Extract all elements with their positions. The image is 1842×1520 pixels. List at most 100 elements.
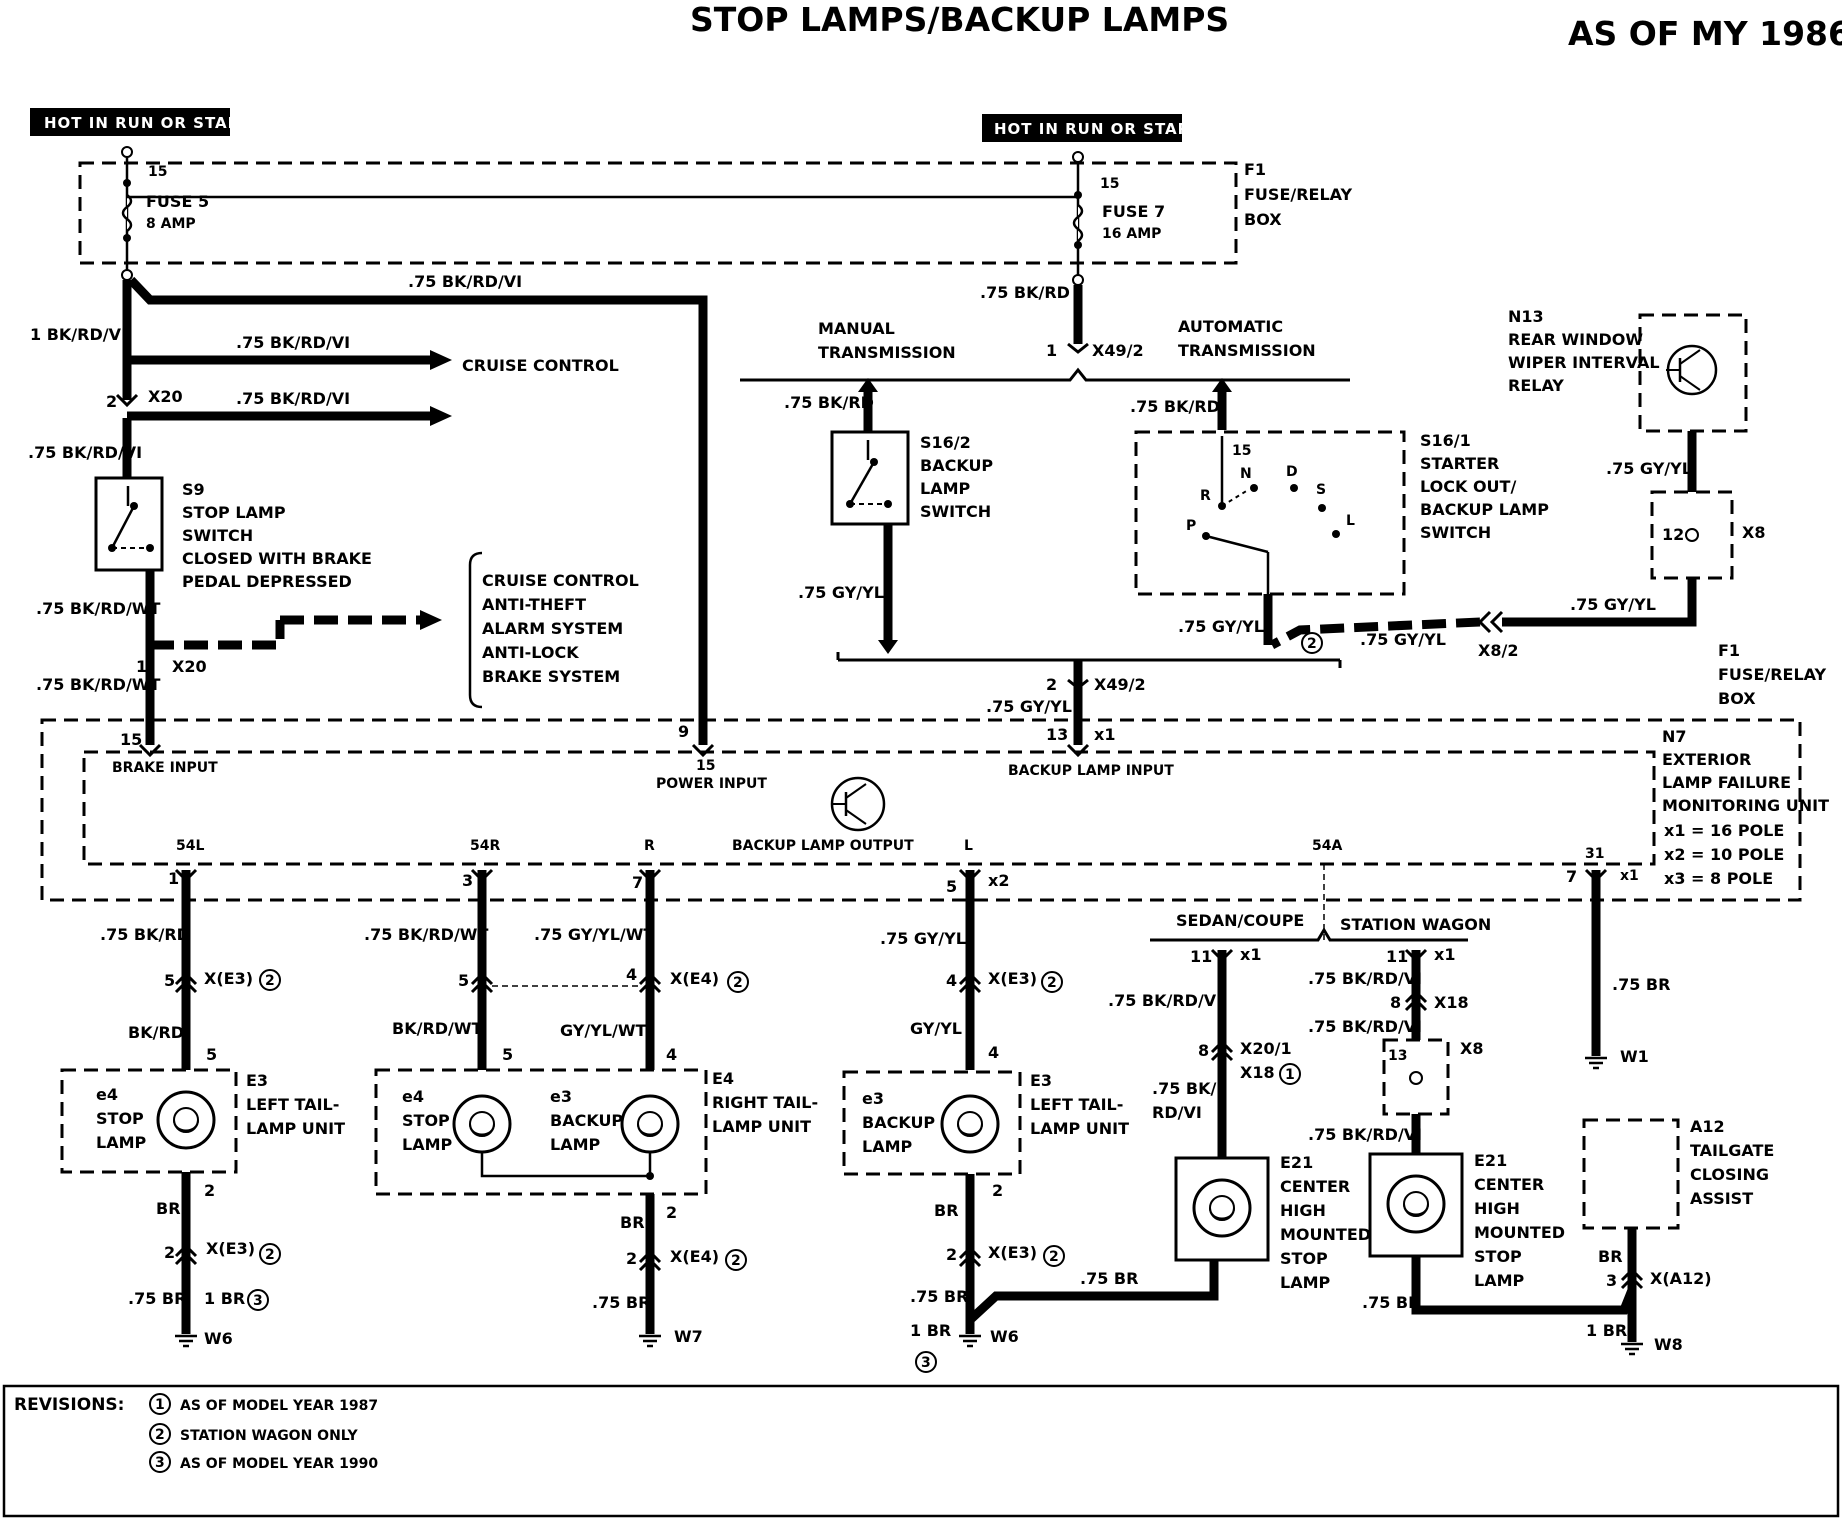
lamp-name: STOP: [96, 1109, 144, 1128]
wire-label: .75 GY/YL: [1360, 630, 1446, 649]
x1: x1: [1240, 945, 1261, 964]
wire-label: .75 BK/RD: [1130, 397, 1220, 416]
out-pin: 3: [462, 871, 473, 890]
conn: X18: [1240, 1063, 1275, 1082]
node: [123, 179, 131, 187]
arrow-right-icon: [430, 350, 452, 370]
ground-icon: [637, 1334, 663, 1348]
x8-pin: 12: [1662, 525, 1684, 544]
pin: 4: [946, 971, 957, 990]
revision-num: 1: [1285, 1067, 1295, 1083]
wire-label: .75 BR: [592, 1293, 650, 1312]
out-54r: 54R: [470, 838, 500, 854]
connector-icon: [1210, 948, 1234, 963]
lamp-id: e3: [550, 1087, 572, 1106]
revision-marker: [149, 1451, 171, 1473]
connector-pin: [1409, 1071, 1423, 1085]
term-15-right: 15: [1100, 176, 1119, 192]
ground-icon: [957, 1334, 983, 1348]
s162-line: LAMP: [920, 479, 971, 498]
revision-marker: [1043, 1245, 1065, 1267]
ground-label: W7: [674, 1327, 703, 1346]
pin-label: 2: [1046, 675, 1057, 694]
connector-icon: [174, 868, 198, 883]
x20-label: X20: [148, 387, 183, 406]
ground-icon: [173, 1334, 199, 1348]
revision-text: AS OF MODEL YEAR 1990: [180, 1456, 378, 1472]
unit-name: LAMP UNIT: [1030, 1119, 1129, 1138]
lamp-name: HIGH: [1474, 1199, 1520, 1218]
tailgate-closing-assist: [1582, 1118, 1680, 1230]
node: [1074, 241, 1082, 249]
wire-label: BR: [934, 1201, 959, 1220]
out-pin: 1: [168, 869, 179, 888]
gear-p: P: [1186, 518, 1196, 534]
wire-label: .75 GY/YL: [1178, 617, 1264, 636]
s162-line: BACKUP: [920, 456, 993, 475]
revision-num: 2: [265, 973, 275, 989]
node: [1318, 504, 1326, 512]
s161-line: SWITCH: [1420, 523, 1491, 542]
f1b-id: F1: [1718, 641, 1740, 660]
ground-icon: [1583, 1056, 1609, 1070]
out-pin: 7: [1566, 867, 1577, 886]
wire-label: .75 BK/RD: [784, 393, 874, 412]
s9-id: S9: [182, 480, 205, 499]
unit-name: LEFT TAIL-: [1030, 1095, 1123, 1114]
wire-label: .75 BK/RD/WT: [36, 599, 160, 618]
connector-icon: [958, 868, 982, 883]
wire-label: .75 BK/RD/WT: [36, 675, 160, 694]
unit-name: RIGHT TAIL-: [712, 1093, 818, 1112]
backup-lamp-bulb-icon: [620, 1094, 680, 1154]
hot-run-start-right: HOT IN RUN OR START: [994, 120, 1201, 138]
n7-line: LAMP FAILURE: [1662, 773, 1791, 792]
revisions-heading: REVISIONS:: [14, 1395, 124, 1415]
n7-line: EXTERIOR: [1662, 750, 1751, 769]
revision-num: 2: [731, 1253, 741, 1269]
revision-num: 3: [253, 1293, 263, 1309]
conn: X20/1: [1240, 1039, 1292, 1058]
fuse5-amp: 8 AMP: [146, 216, 196, 232]
pin: 11: [1386, 947, 1408, 966]
revision-num: 3: [155, 1455, 165, 1471]
wire-label: GY/YL/WT: [560, 1021, 646, 1040]
transistor-lead: [845, 783, 867, 799]
connector-icon: [958, 971, 982, 994]
wire-label: 1 BR: [910, 1321, 951, 1340]
f1-fuse-relay: FUSE/RELAY: [1244, 185, 1353, 204]
s161-line: BACKUP LAMP: [1420, 500, 1549, 519]
arrow-up-icon: [858, 378, 878, 392]
hot-run-start-right-box: [982, 114, 1182, 142]
lamp-name: LAMP: [1474, 1271, 1525, 1290]
pin: 4: [666, 1045, 677, 1064]
systems-item: BRAKE SYSTEM: [482, 667, 620, 686]
stop-lamp-bulb-icon: [156, 1090, 216, 1150]
revision-num: 1: [155, 1397, 165, 1413]
branch-sedan: SEDAN/COUPE: [1176, 911, 1304, 930]
f1b-line: BOX: [1718, 689, 1756, 708]
out-x2: x2: [988, 871, 1009, 890]
unit-id: E4: [712, 1069, 734, 1088]
gear-n: N: [1240, 466, 1252, 482]
revision-num: 2: [733, 975, 743, 991]
s162-line: SWITCH: [920, 502, 991, 521]
lamp-name: STOP: [402, 1111, 450, 1130]
pin: 11: [1190, 947, 1212, 966]
pin: 2: [946, 1245, 957, 1264]
wire-label: BR: [1598, 1247, 1623, 1266]
systems-item: ALARM SYSTEM: [482, 619, 623, 638]
gear-s: S: [1316, 482, 1326, 498]
connector-icon: [638, 1249, 662, 1272]
chmsl-sedan: [1174, 1156, 1270, 1262]
ground-label: W1: [1620, 1047, 1649, 1066]
branch-wagon: STATION WAGON: [1340, 915, 1491, 934]
lamp-id: e4: [402, 1087, 424, 1106]
n7-line: x1 = 16 POLE: [1664, 821, 1784, 840]
backup-input-label: BACKUP LAMP INPUT: [1008, 763, 1174, 779]
lamp-name: MOUNTED: [1280, 1225, 1371, 1244]
pin: 4: [988, 1043, 999, 1062]
terminal: [121, 269, 133, 281]
connector-icon: [1210, 1039, 1234, 1062]
revision-num: 3: [921, 1355, 931, 1371]
power-pin: 9: [678, 722, 689, 741]
